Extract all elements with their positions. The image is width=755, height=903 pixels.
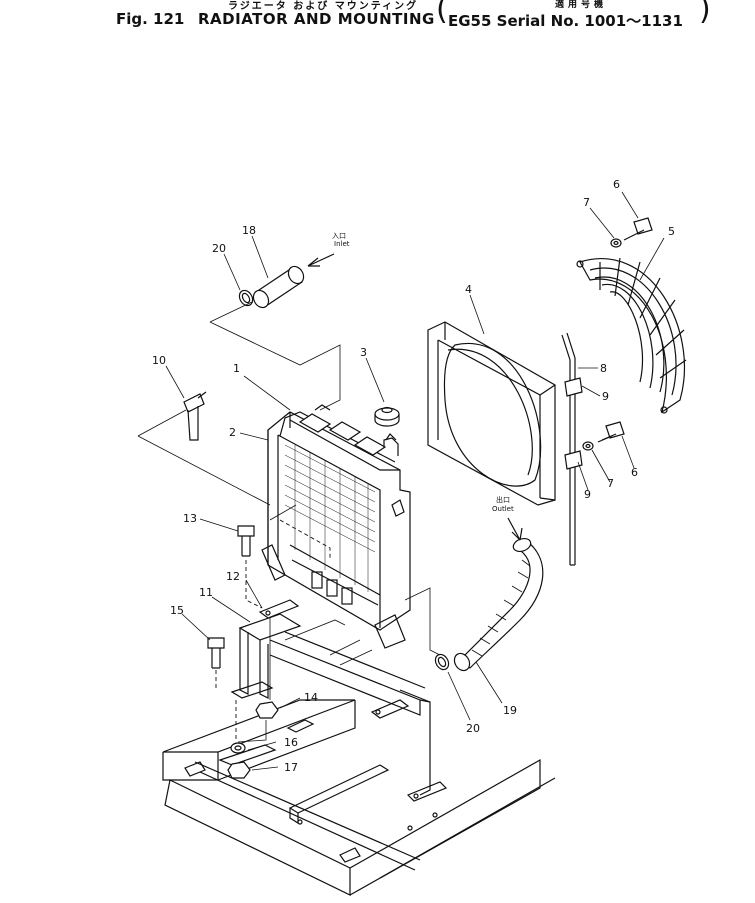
left-parenthesis: ( xyxy=(436,0,448,27)
callout-3: 3 xyxy=(360,346,367,359)
callout-13: 13 xyxy=(183,512,197,525)
base-frame xyxy=(162,699,556,896)
upper-hose xyxy=(238,265,305,309)
callout-11: 11 xyxy=(199,586,213,599)
callout-10: 10 xyxy=(152,354,166,367)
callout-9-upper: 9 xyxy=(602,390,609,403)
lower-hose xyxy=(434,537,544,672)
outlet-jp-label: 出口 xyxy=(496,495,510,504)
fan-guard xyxy=(576,257,687,414)
serial-japanese-label: 適用号機 xyxy=(555,0,608,10)
callout-numbers: 1 2 3 4 5 6 6 7 7 8 9 9 10 11 12 13 14 1… xyxy=(152,178,675,774)
callout-2: 2 xyxy=(229,426,236,439)
assembly-lines xyxy=(137,301,441,743)
radiator-support-bracket xyxy=(230,613,448,802)
drain-pipe xyxy=(561,332,583,566)
callout-18: 18 xyxy=(242,224,256,237)
callout-15: 15 xyxy=(170,604,184,617)
callout-9-lower: 9 xyxy=(584,488,591,501)
callout-7-lower: 7 xyxy=(607,477,614,490)
callout-16: 16 xyxy=(284,736,298,749)
callout-6-lower: 6 xyxy=(631,466,638,479)
callout-17: 17 xyxy=(284,761,298,774)
japanese-title: ラジエータ および マウンティング xyxy=(228,1,419,12)
flow-arrows xyxy=(307,253,523,541)
figure-title: RADIATOR AND MOUNTING xyxy=(198,10,435,28)
right-parenthesis: ) xyxy=(699,0,711,27)
outlet-label: Outlet xyxy=(492,505,514,513)
callout-19: 19 xyxy=(503,704,517,717)
leader-lines xyxy=(165,191,665,771)
callout-5: 5 xyxy=(668,225,675,238)
serial-range: EG55 Serial No. 1001～1131 xyxy=(448,12,683,30)
callout-20-lower: 20 xyxy=(466,722,480,735)
callout-20-upper: 20 xyxy=(212,242,226,255)
callout-12: 12 xyxy=(226,570,240,583)
callout-8: 8 xyxy=(600,362,607,375)
callout-1: 1 xyxy=(233,362,240,375)
figure-number: Fig. 121 xyxy=(116,10,185,28)
inlet-label: Inlet xyxy=(334,240,350,248)
fan-shroud xyxy=(427,321,556,506)
radiator xyxy=(261,404,411,649)
radiator-cap xyxy=(374,406,400,427)
callout-14: 14 xyxy=(304,691,318,704)
inlet-jp-label: 入口 xyxy=(332,232,346,240)
callout-4: 4 xyxy=(465,283,472,296)
callout-7-upper: 7 xyxy=(583,196,590,209)
fasteners xyxy=(183,217,653,779)
callout-6-upper: 6 xyxy=(613,178,620,191)
